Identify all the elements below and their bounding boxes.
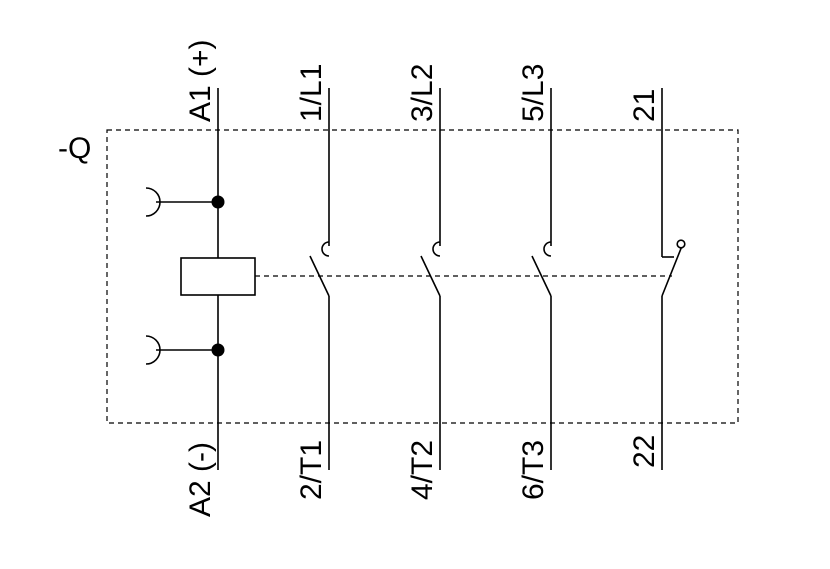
terminal-label-5-l3: 5/L3 bbox=[517, 64, 550, 122]
coil-symbol bbox=[180, 257, 256, 296]
terminal-label-4-t2: 4/T2 bbox=[406, 440, 439, 500]
terminal-label-6-t3: 6/T3 bbox=[517, 440, 550, 500]
main-contact-3 bbox=[531, 88, 552, 470]
terminal-label-2-t1: 2/T1 bbox=[295, 440, 328, 500]
device-tag: -Q bbox=[58, 132, 91, 165]
device-enclosure bbox=[106, 129, 739, 424]
coil-circuit bbox=[145, 88, 256, 470]
terminal-label-1-l1: 1/L1 bbox=[295, 64, 328, 122]
terminal-label-22: 22 bbox=[628, 435, 661, 468]
terminal-label-a1: A1 (+) bbox=[184, 39, 217, 122]
connection-hook bbox=[145, 187, 161, 217]
auxiliary-contact-nc bbox=[661, 88, 686, 470]
main-contact-1 bbox=[309, 88, 330, 470]
terminal-label-3-l2: 3/L2 bbox=[406, 64, 439, 122]
terminal-label-21: 21 bbox=[628, 89, 661, 122]
main-contact-2 bbox=[420, 88, 441, 470]
connection-hook bbox=[145, 335, 161, 365]
terminal-label-a2: A2 (-) bbox=[184, 442, 217, 517]
